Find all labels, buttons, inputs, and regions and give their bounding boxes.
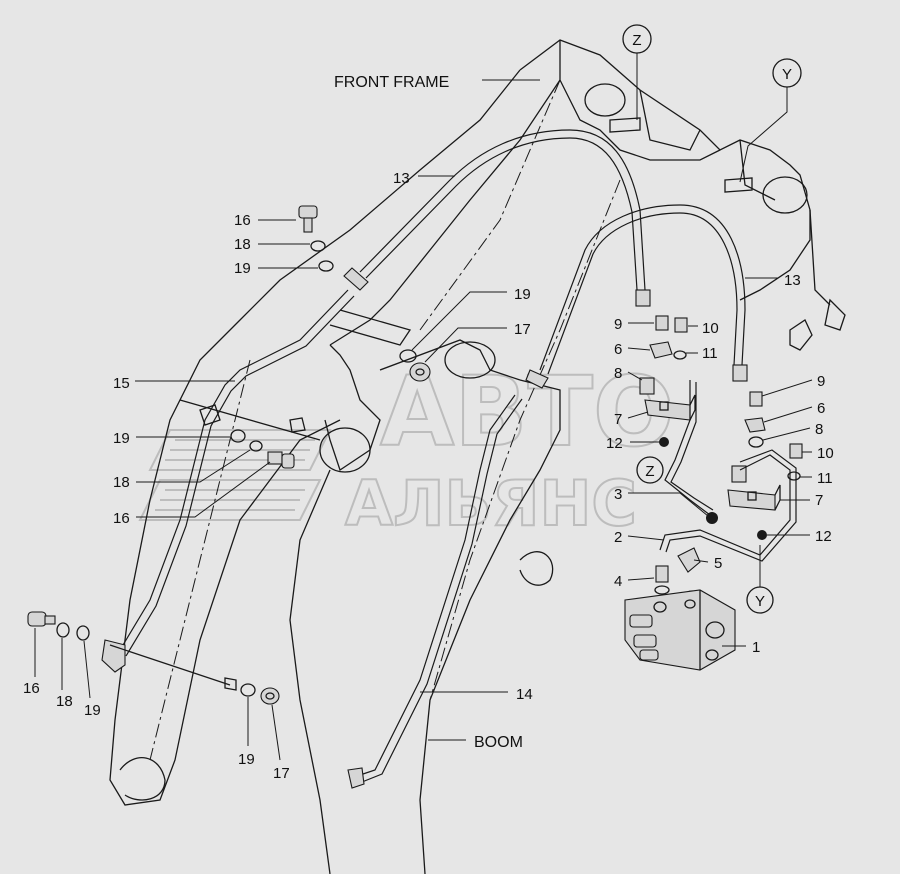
hose-13-right [525,204,748,389]
nut-17-mid [409,362,431,382]
callout-8-lower: 8 [815,421,823,438]
nut-17-bottom [260,687,280,705]
ref-z-top-text: Z [632,32,641,49]
callout-9-upper: 9 [614,316,622,333]
callout-12-upper: 12 [606,435,623,452]
bracket-7-upper [644,394,696,421]
watermark-line-2: АЛЬЯНС [345,467,637,540]
ref-y-top-text: Y [782,66,792,83]
fitting-cluster-lower [731,391,803,483]
washer-19-mid [399,349,417,363]
callout-3: 3 [614,486,622,503]
control-valve-1 [624,589,736,671]
washer-18-bottom [56,622,70,638]
callout-6-upper: 6 [614,341,622,358]
boom [109,69,621,874]
washer-19-bottom-right [240,683,256,697]
callout-9-lower: 9 [817,373,825,390]
callout-10-lower: 10 [817,445,834,462]
washer-18-left [249,440,263,452]
callout-8-upper: 8 [614,365,622,382]
callout-12-lower: 12 [815,528,832,545]
pipe-2 [659,449,797,562]
callout-1: 1 [752,639,760,656]
fitting-4 [654,565,670,595]
hose-13-start-fitting [343,267,369,291]
callouts: 13 16 18 19 19 17 15 19 18 16 16 18 19 1… [23,170,834,782]
callout-13-left: 13 [393,170,410,187]
tube-14-end-fitting [347,767,365,789]
callout-18-left: 18 [113,474,130,491]
callout-11-upper: 11 [702,345,718,362]
ref-bubble-z-top: Z [622,24,652,120]
callout-5: 5 [714,555,722,572]
ref-bubble-z-mid: Z [636,456,664,484]
callout-14: 14 [516,686,533,703]
clamp-12-upper [659,437,669,447]
callout-19-bottom-left: 19 [84,702,101,719]
callout-19-left: 19 [113,430,130,447]
callout-10-upper: 10 [702,320,719,337]
washer-18-top [310,240,326,252]
front-frame [519,39,846,351]
fitting-cluster-upper [639,315,688,395]
callout-19-mid: 19 [514,286,531,303]
boom-brackets [109,309,412,691]
ref-bubble-y-top: Y [739,58,802,183]
callout-16-top: 16 [234,212,251,229]
tube-15-end-fitting [101,639,126,673]
callout-4: 4 [614,573,622,590]
callout-6-lower: 6 [817,400,825,417]
callout-11-lower: 11 [817,470,833,487]
pipe-3 [664,380,718,524]
callout-15: 15 [113,375,130,392]
callout-19-top: 19 [234,260,251,277]
bracket-7-lower [727,484,781,511]
hose-13-left [343,129,651,307]
tube-14 [347,394,523,789]
callout-18-bottom: 18 [56,693,73,710]
hose-13-right-start-fitting [525,369,549,389]
callout-16-bottom: 16 [23,680,40,697]
bolt-16-left [267,451,295,469]
hose-13-end-fitting [635,289,651,307]
callout-13-right: 13 [784,272,801,289]
watermark: АВТО АЛЬЯНС [138,355,676,541]
watermark-logo [138,429,332,521]
callout-17-bottom: 17 [273,765,290,782]
washer-19-left [230,429,246,443]
callout-7-lower: 7 [815,492,823,509]
callout-2: 2 [614,529,622,546]
callout-18-top: 18 [234,236,251,253]
hose-13-right-end-fitting [732,364,748,382]
bolt-16-top [298,205,318,233]
bolt-16-bottom [27,611,56,627]
callout-19-bottom-right: 19 [238,751,255,768]
tube-15 [101,289,355,673]
ref-z-mid-text: Z [645,463,654,480]
callout-17-mid: 17 [514,321,531,338]
label-front-frame: FRONT FRAME [334,74,449,91]
label-boom: BOOM [474,734,523,751]
ref-y-bottom-text: Y [755,593,765,610]
callout-16-left: 16 [113,510,130,527]
ref-bubble-y-bottom: Y [746,545,774,614]
washer-19-top [318,260,334,272]
callout-7-upper: 7 [614,411,622,428]
washer-19-bottom-left [76,625,90,641]
